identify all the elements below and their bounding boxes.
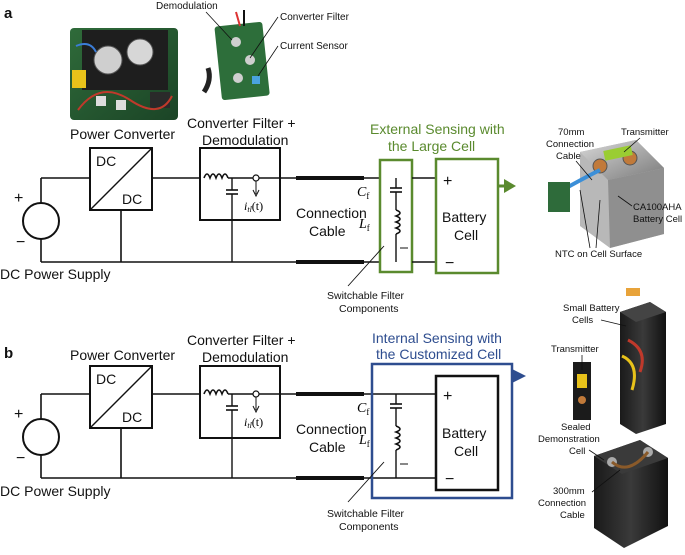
dc-supply-label-b: DC Power Supply xyxy=(0,483,111,499)
photo-cable-b-1: 300mm xyxy=(553,486,585,497)
photo-cell-1: CA100AHA xyxy=(633,202,682,213)
photo-cable-b-2: Connection xyxy=(538,498,586,509)
small-cells-photo xyxy=(620,288,666,434)
label-converter-filter: Converter Filter xyxy=(280,12,350,23)
battery-label-2-b: Cell xyxy=(454,443,478,459)
panel-a: a Demodulation Converte xyxy=(0,1,682,315)
converter-filter-box xyxy=(199,147,281,221)
battery-label-1-b: Battery xyxy=(442,425,486,441)
battery-plus: + xyxy=(443,173,452,190)
cf-label: Cf xyxy=(357,185,369,201)
photo-cell-2: Battery Cell xyxy=(633,214,682,225)
photo-small-2: Cells xyxy=(572,315,593,326)
lf-label-b: Lf xyxy=(358,433,370,449)
battery-cell-box-b xyxy=(434,374,500,492)
cable-label-2-b: Cable xyxy=(309,439,346,455)
converter-filter-box-b xyxy=(199,365,281,439)
large-cell-photo xyxy=(548,140,664,248)
power-converter-title-b: Power Converter xyxy=(70,347,175,363)
current-label-b: itl(t) xyxy=(244,415,263,430)
cable-label-1-b: Connection xyxy=(296,421,367,437)
switchable-label-1: Switchable Filter xyxy=(327,290,405,302)
dc-top: DC xyxy=(96,153,116,169)
dc-top-b: DC xyxy=(96,371,116,387)
panel-b: b Power Converter Converter Filter + Dem… xyxy=(0,288,668,548)
switchable-label-1-b: Switchable Filter xyxy=(327,508,405,520)
photo-sealed-2: Demonstration xyxy=(538,434,600,445)
label-current-sensor: Current Sensor xyxy=(280,41,348,52)
panel-b-letter: b xyxy=(4,345,13,362)
power-converter-title: Power Converter xyxy=(70,126,175,142)
battery-cell-box xyxy=(434,157,500,275)
dc-supply-label: DC Power Supply xyxy=(0,266,111,282)
panel-a-letter: a xyxy=(4,5,13,22)
sensing-title-1-b: Internal Sensing with xyxy=(372,330,502,346)
battery-minus: − xyxy=(445,255,454,272)
photo-cable-3: Cable xyxy=(556,151,581,162)
converter-filter-title-2-b: Demodulation xyxy=(202,349,288,365)
switchable-filter-box xyxy=(378,158,414,274)
supply-plus: + xyxy=(14,190,23,207)
photo-transmitter: Transmitter xyxy=(621,127,669,138)
supply-minus: − xyxy=(16,234,25,251)
switchable-label-2-b: Components xyxy=(339,521,399,533)
current-label: itl(t) xyxy=(244,199,263,214)
power-converter-photo xyxy=(70,28,178,120)
cable-label-1: Connection xyxy=(296,205,367,221)
transmitter-photo xyxy=(573,362,591,420)
supply-plus-b: + xyxy=(14,406,23,423)
internal-sensing-box xyxy=(370,362,514,500)
dc-source-symbol-b xyxy=(22,418,60,456)
label-demodulation: Demodulation xyxy=(156,1,218,12)
sealed-cell-photo xyxy=(594,440,668,548)
battery-minus-b: − xyxy=(445,471,454,488)
converter-filter-photo xyxy=(201,10,270,101)
arrow-blue xyxy=(512,369,526,383)
photo-transmitter-b: Transmitter xyxy=(551,344,599,355)
photo-cable-b-3: Cable xyxy=(560,510,585,521)
lf-label: Lf xyxy=(358,217,370,233)
filter-inductor xyxy=(203,173,229,181)
photo-cable-2: Connection xyxy=(546,139,594,150)
dc-bottom: DC xyxy=(122,191,142,207)
photo-sealed-1: Sealed xyxy=(561,422,591,433)
sensing-title-2: the Large Cell xyxy=(388,138,475,154)
supply-minus-b: − xyxy=(16,450,25,467)
switchable-label-2: Components xyxy=(339,303,399,315)
sensing-title-2-b: the Customized Cell xyxy=(376,346,501,362)
battery-label-1: Battery xyxy=(442,209,486,225)
converter-filter-title-2: Demodulation xyxy=(202,132,288,148)
cable-label-2: Cable xyxy=(309,223,346,239)
photo-cable-1: 70mm xyxy=(558,127,584,138)
cf-label-b: Cf xyxy=(357,401,369,417)
photo-small-1: Small Battery xyxy=(563,303,620,314)
battery-plus-b: + xyxy=(443,388,452,405)
converter-filter-title-1-b: Converter Filter + xyxy=(187,332,296,348)
battery-label-2: Cell xyxy=(454,227,478,243)
sensing-title-1: External Sensing with xyxy=(370,121,505,137)
arrow-green xyxy=(504,179,516,193)
photo-sealed-3: Cell xyxy=(569,446,585,457)
dc-bottom-b: DC xyxy=(122,409,142,425)
switchable-inductor-b xyxy=(393,425,401,451)
filter-inductor-b xyxy=(203,389,229,397)
dc-source-symbol xyxy=(22,202,60,240)
photo-ntc: NTC on Cell Surface xyxy=(555,249,642,260)
switchable-inductor xyxy=(393,209,401,235)
converter-filter-title-1: Converter Filter + xyxy=(187,115,296,131)
